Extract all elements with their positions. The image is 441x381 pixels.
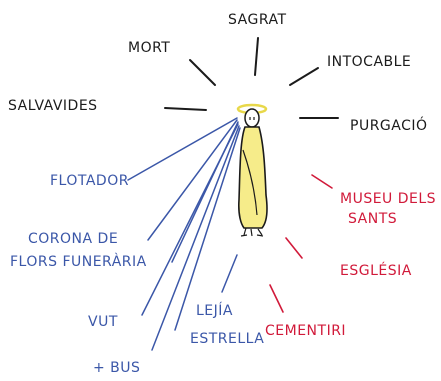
saint-robe bbox=[238, 126, 268, 229]
label-cementiri: CEMENTIRI bbox=[265, 323, 346, 339]
ray-mort bbox=[189, 59, 216, 86]
label-mort: MORT bbox=[128, 40, 170, 56]
label-purgacio: PURGACIÓ bbox=[350, 116, 428, 134]
label-lejia: LEJÍA bbox=[196, 302, 233, 319]
label-vut: VUT bbox=[88, 314, 118, 330]
ray-cementiri bbox=[269, 284, 284, 313]
black-labels: SAGRAT MORT INTOCABLE SALVAVIDES PURGACI… bbox=[8, 12, 428, 134]
label-estrella: ESTRELLA bbox=[190, 331, 264, 347]
saint-head bbox=[244, 108, 260, 128]
ray-museu bbox=[311, 174, 333, 189]
label-bus: + BUS bbox=[93, 360, 140, 376]
label-museu-line2: SANTS bbox=[348, 211, 397, 227]
saint-feet bbox=[240, 227, 264, 237]
black-rays bbox=[164, 37, 339, 119]
ray-sagrat bbox=[254, 37, 259, 76]
blue-labels: FLOTADOR CORONA DE FLORS FUNERÀRIA VUT +… bbox=[10, 173, 264, 376]
label-corona-line2: FLORS FUNERÀRIA bbox=[10, 253, 147, 270]
label-intocable: INTOCABLE bbox=[327, 54, 411, 70]
ray-bus bbox=[151, 125, 240, 351]
red-rays bbox=[269, 174, 333, 313]
ray-lejia bbox=[221, 254, 238, 293]
saint-figure bbox=[236, 103, 268, 237]
label-salvavides: SALVAVIDES bbox=[8, 98, 98, 114]
ray-bus-2 bbox=[174, 127, 241, 331]
label-sagrat: SAGRAT bbox=[228, 12, 287, 28]
label-corona-line1: CORONA DE bbox=[28, 231, 118, 247]
robe-stripe bbox=[242, 149, 258, 216]
label-museu-line1: MUSEU DELS bbox=[340, 191, 436, 207]
label-esglesia: ESGLÉSIA bbox=[340, 262, 412, 279]
ray-flotador bbox=[127, 117, 238, 181]
ray-esglesia bbox=[285, 237, 303, 259]
label-flotador: FLOTADOR bbox=[50, 173, 129, 189]
ray-corona bbox=[147, 119, 238, 241]
ray-salvavides bbox=[164, 107, 207, 111]
red-labels: MUSEU DELS SANTS ESGLÉSIA CEMENTIRI bbox=[265, 191, 436, 339]
ray-intocable bbox=[289, 67, 319, 86]
ray-vut bbox=[141, 123, 239, 316]
blue-rays bbox=[127, 117, 241, 351]
